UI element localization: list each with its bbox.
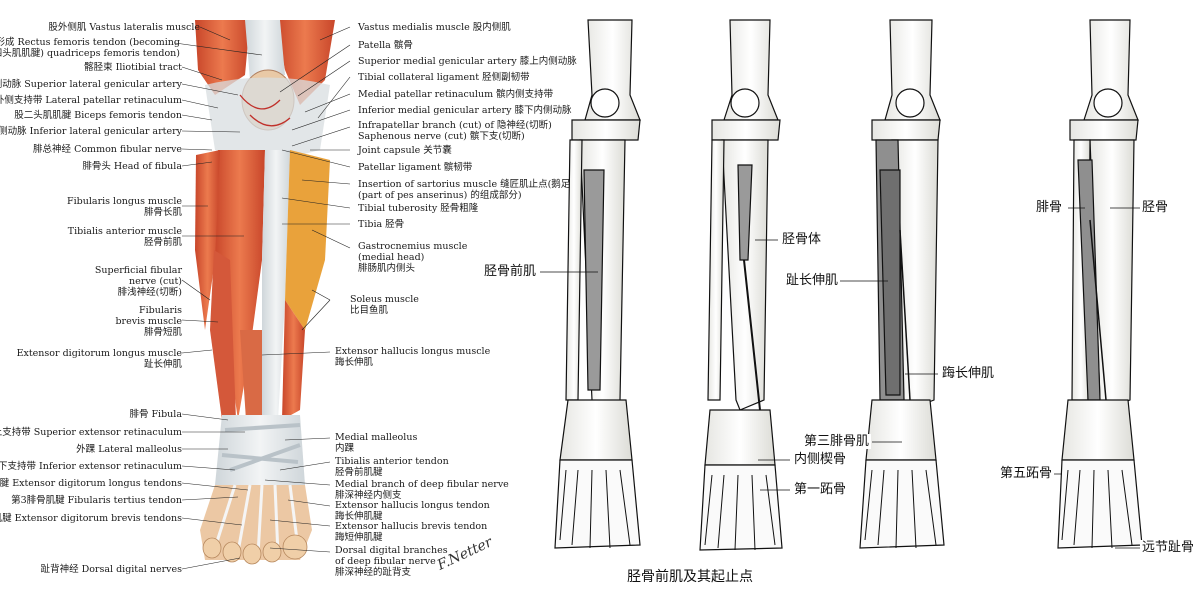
drawing-2 [699,19,783,551]
label-fib-brevis-2: brevis muscle [115,316,182,327]
ehl-muscle-shape [240,330,262,420]
label-fifth-metatarsal: 第五跖骨 [998,466,1055,481]
label-dorsal-branches-2: of deep fibular nerve [335,556,436,567]
label-joint-capsule: Joint capsule 关节囊 [358,145,452,156]
label-fibula-cn: 腓骨 [1034,200,1065,215]
quad-tendon-shape [245,20,285,80]
label-ehl-muscle: Extensor hallucis longus muscle [335,346,491,357]
label-gastroc-3: 腓肠肌内侧头 [358,263,416,274]
label-sartorius-2: (part of pes anserinus) 的组成部分) [358,190,522,201]
label-fibula: 腓骨 Fibula [129,409,182,420]
label-distal-phalanx: 远节趾骨 [1140,540,1197,555]
label-tibia-cn: 胫骨 [1140,200,1171,215]
label-fib-tertius: 第3腓骨肌腱 Fibularis tertius tendon [11,495,182,506]
label-infrapatellar: Infrapatellar branch (cut) of 隐神经(切断) [358,120,552,131]
label-ehl-cn: 踇长伸肌 [940,366,997,381]
label-dorsal-branches-3: 腓深神经的趾背支 [335,567,412,578]
label-fib-brevis-3: 腓骨短肌 [143,327,182,338]
label-edb-tendons: 趾短伸肌腱 Extensor digitorum brevis tendons [0,513,182,524]
label-sup-med-genicular: Superior medial genicular artery 膝上内侧动脉 [358,56,577,67]
knee-retinaculum-shape [205,77,330,158]
vastus-lateralis-shape [195,20,250,95]
label-lat-retinaculum: 髌外侧支持带 Lateral patellar retinaculum [0,95,182,106]
label-biceps-tendon: 股二头肌肌腱 Biceps femoris tendon [14,110,182,121]
label-inf-ext-retinaculum: 伸肌下支持带 Inferior extensor retinaculum [0,461,182,472]
label-vastus-medialis: Vastus medialis muscle 股内侧肌 [358,22,511,33]
label-tib-ant-tendon: Tibialis anterior tendon [335,456,449,467]
label-edl-cn: 趾长伸肌 [784,273,841,288]
edl-shape [210,250,236,420]
label-gastroc: Gastrocnemius muscle [358,241,468,252]
bone-drawings [554,19,1143,551]
label-tibia: Tibia 胫骨 [358,219,405,230]
label-inf-lat-genicular: 膝下外侧动脉 Inferior lateral genicular artery [0,126,182,137]
label-soleus: Soleus muscle [350,294,419,305]
label-head-fibula: 腓骨头 Head of fibula [82,161,182,172]
label-fib-brevis: Fibularis [139,305,182,316]
label-infrapatellar-2: Saphenous nerve (cut) 髌下支(切断) [358,131,525,142]
label-ehl-tendon-cn: 踇长伸肌腱 [335,511,383,522]
label-sup-ext-retinaculum: 伸肌上支持带 Superior extensor retinaculum [0,427,182,438]
label-tib-tuberosity: Tibial tuberosity 胫骨粗隆 [358,203,479,214]
label-deep-fibular-cn: 腓深神经内侧支 [335,490,402,501]
label-tib-ant-cn: 胫骨前肌 [143,237,182,248]
label-sup-fibular-3: 腓浅神经(切断) [117,287,182,298]
soleus-shape [282,300,305,420]
left-leader-lines [174,26,351,570]
label-fib-longus-cn: 腓骨长肌 [143,207,182,218]
label-edl-cn: 趾长伸肌 [143,359,182,370]
label-first-metatarsal: 第一跖骨 [792,482,849,497]
label-rectus-tendon: 股直肌腱(形成 Rectus femoris tendon (becoming [0,37,180,48]
label-sartorius: Insertion of sartorius muscle 缝匠肌止点(鹅足 [358,179,571,190]
drawing-1 [554,19,641,549]
label-tib-ant: Tibialis anterior muscle [67,226,182,237]
drawing-3 [859,19,945,549]
label-sup-lat-genicular: 膝上外侧动脉 Superior lateral genicular artery [0,79,182,90]
label-fib-longus: Fibularis longus muscle [67,196,182,207]
label-common-fibular: 腓总神经 Common fibular nerve [33,144,182,155]
label-patellar-lig: Patellar ligament 髌韧带 [358,162,473,173]
label-tib-collateral: Tibial collateral ligament 胫侧副韧带 [358,72,530,83]
gastrocnemius-shape [285,150,330,330]
fibularis-longus-shape [195,150,220,330]
label-soleus-cn: 比目鱼肌 [350,305,389,316]
label-ehl-tendon: Extensor hallucis longus tendon [335,500,490,511]
figure-caption: 胫骨前肌及其起止点 [627,569,753,585]
label-edl: Extensor digitorum longus muscle [16,348,182,359]
toes [202,534,308,565]
leg-illustration: F.Netter [195,20,496,574]
tibia-shape [262,150,290,420]
label-iliotibial: 髂胫束 Iliotibial tract [84,62,182,73]
label-ehb-tendon: Extensor hallucis brevis tendon [335,521,488,532]
label-sup-fibular-2: nerve (cut) [129,276,182,287]
drawing-4 [1057,19,1143,549]
label-inf-med-genicular: Inferior medial genicular artery 膝下内侧动脉 [358,105,572,116]
tibialis-anterior-shape [214,150,265,420]
label-med-retinaculum: Medial patellar retinaculum 髌内侧支持带 [358,89,554,100]
label-edl-tendons: 趾长伸肌腱 Extensor digitorum longus tendons [0,478,182,489]
label-ehb-tendon-cn: 踇短伸肌腱 [335,532,383,543]
label-rectus-tendon-2: 股四头肌肌腱) quadriceps femoris tendon) [0,48,180,59]
label-tibia-shaft: 胫骨体 [780,232,824,247]
label-fibularis-tertius: 第三腓骨肌 [802,434,872,449]
label-med-malleolus-cn: 内踝 [335,443,355,454]
label-tib-ant-tendon-cn: 胫骨前肌腱 [335,467,383,478]
right-leader-lines [540,207,1140,549]
label-dorsal-branches: Dorsal digital branches [335,545,448,556]
label-sup-fibular: Superficial fibular [94,265,182,276]
label-patella: Patella 髌骨 [358,40,413,51]
label-ehl-muscle-cn: 踇长伸肌 [335,357,374,368]
label-deep-fibular: Medial branch of deep fibular nerve [335,479,509,490]
label-med-malleolus: Medial malleolus [335,432,418,443]
label-lat-malleolus: 外踝 Lateral malleolus [76,444,182,455]
label-tibialis-anterior: 胫骨前肌 [482,264,539,279]
label-dorsal-digital: 趾背神经 Dorsal digital nerves [40,564,182,575]
label-vastus-lateralis: 股外侧肌 Vastus lateralis muscle [48,22,200,33]
label-medial-cuneiform: 内侧楔骨 [792,452,849,467]
label-gastroc-2: (medial head) [358,252,425,263]
